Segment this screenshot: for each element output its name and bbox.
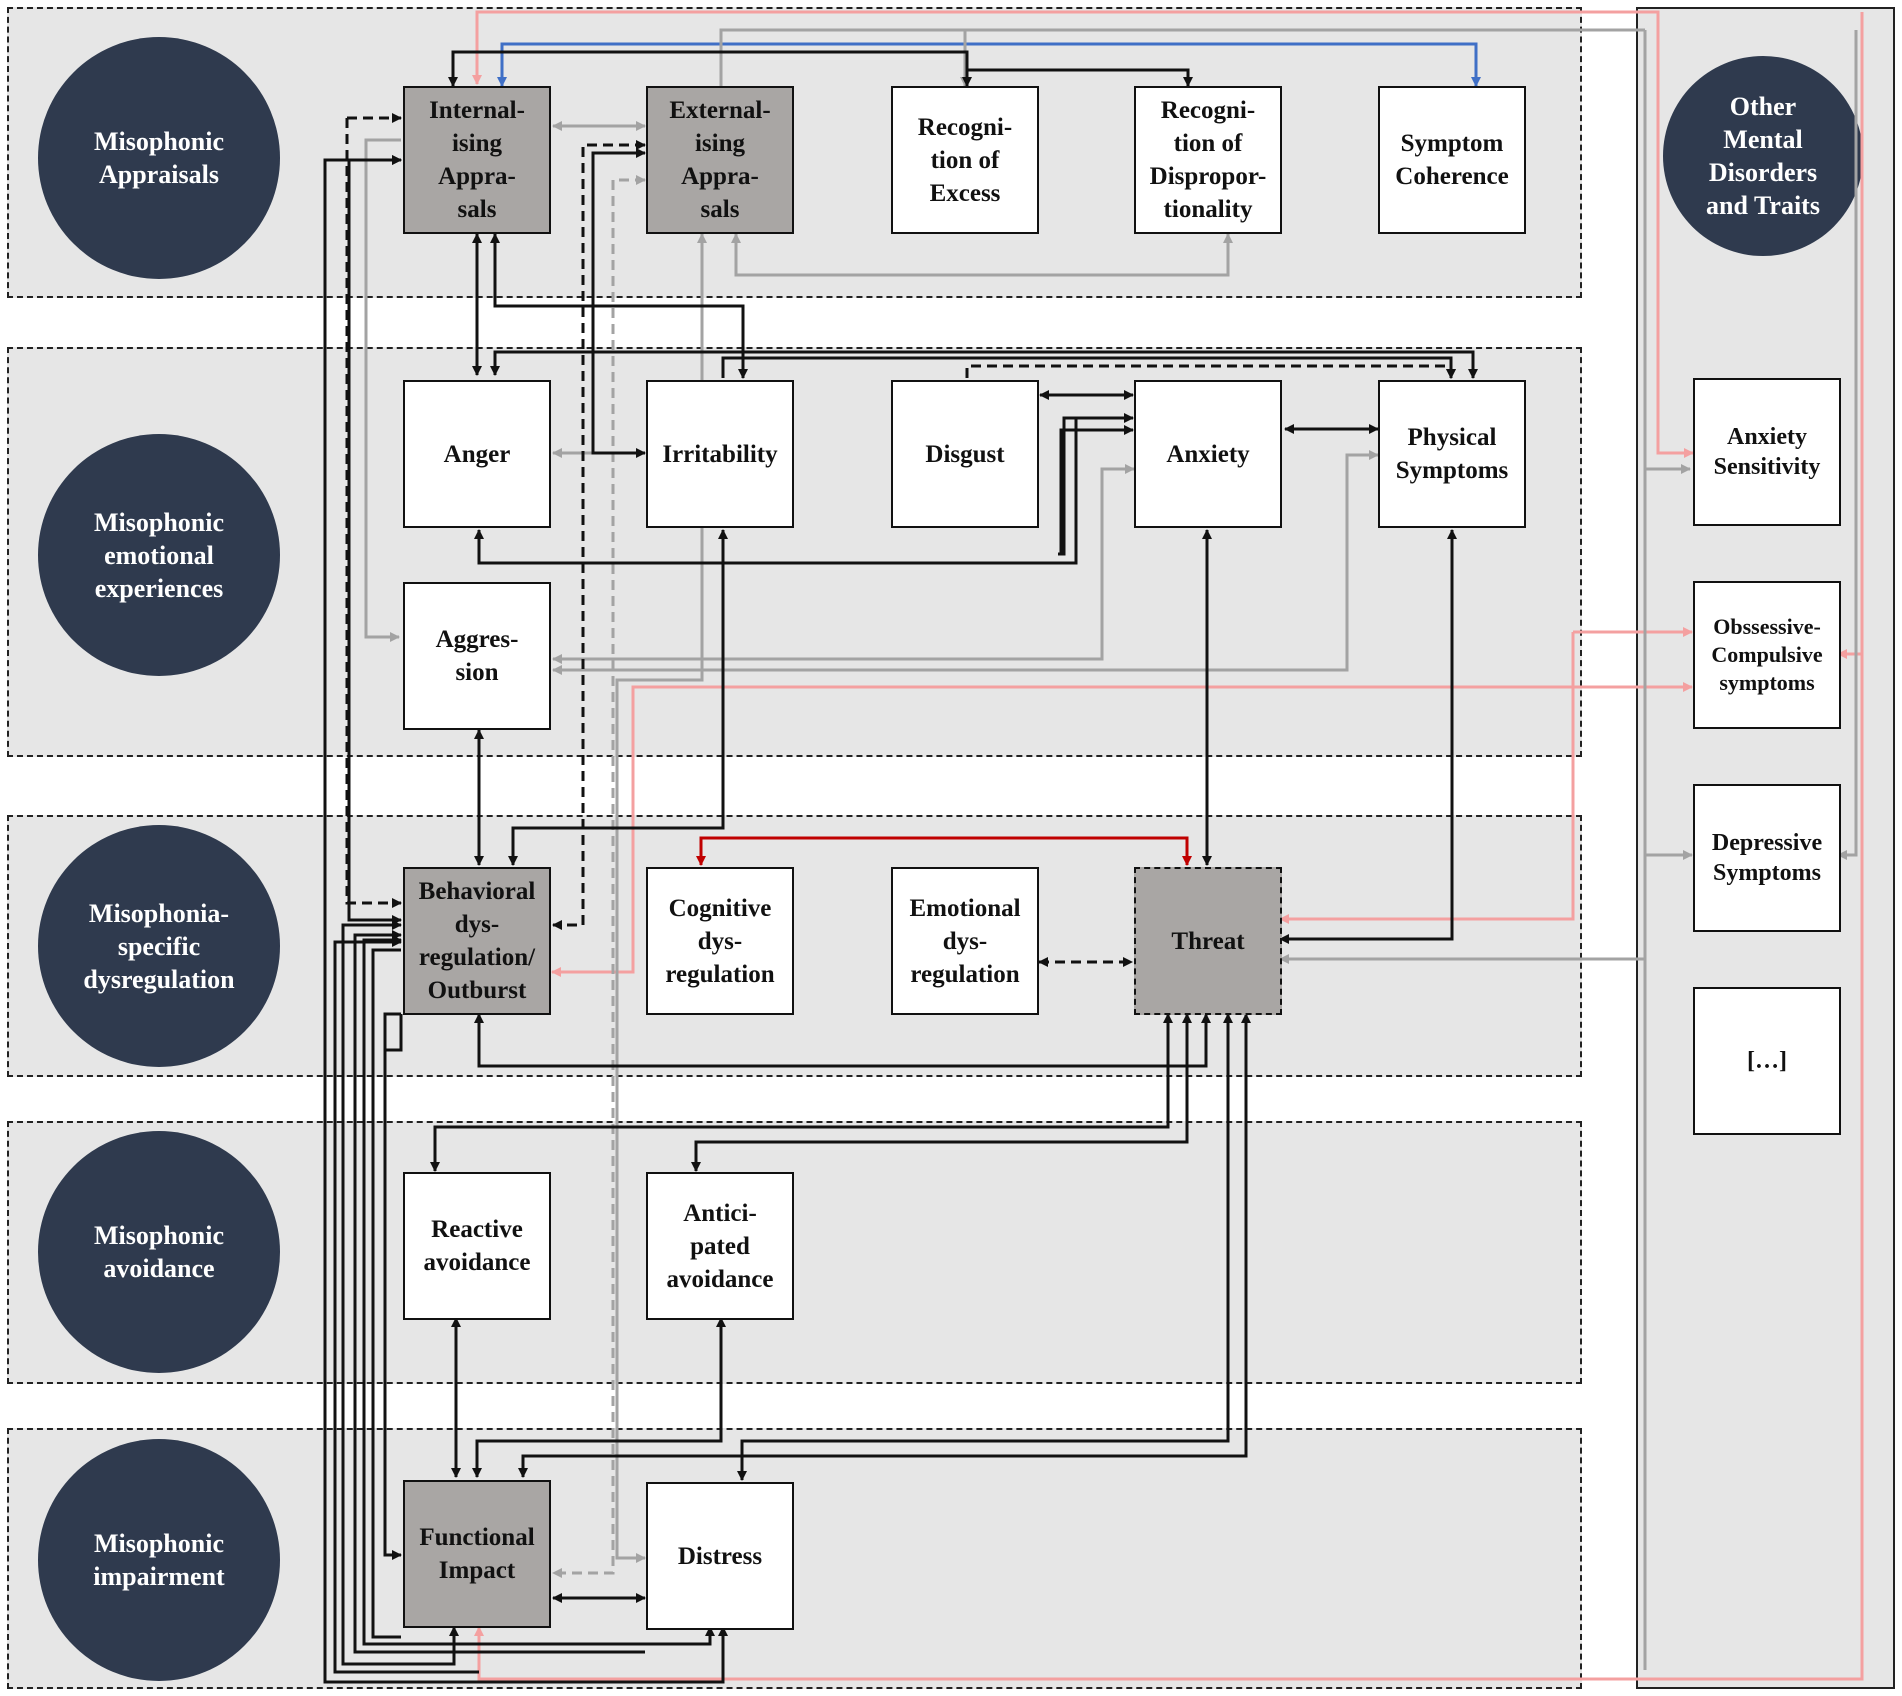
depressive-symptoms-node: Depressive Symptoms [1693,784,1841,932]
threat-node: Threat [1134,867,1282,1015]
emotional-dysregulation-node: Emotional dys- regulation [891,867,1039,1015]
internalising-appraisals-node: Internal- ising Appra- sals [403,86,551,234]
anxiety-node: Anxiety [1134,380,1282,528]
functional-impact-node: Functional Impact [403,1480,551,1628]
band-label-appraisals: Misophonic Appraisals [38,37,280,279]
behavioral-dysregulation-node: Behavioral dys- regulation/ Outburst [403,867,551,1015]
more-disorders-node: […] [1693,987,1841,1135]
cognitive-dysregulation-node: Cognitive dys- regulation [646,867,794,1015]
recognition-of-disproportionality-node: Recogni- tion of Dispropor- tionality [1134,86,1282,234]
symptom-coherence-node: Symptom Coherence [1378,86,1526,234]
band-label-avoidance: Misophonic avoidance [38,1131,280,1373]
band-label-dysregulation: Misophonia- specific dysregulation [38,825,280,1067]
irritability-node: Irritability [646,380,794,528]
anticipated-avoidance-node: Antici- pated avoidance [646,1172,794,1320]
physical-symptoms-node: Physical Symptoms [1378,380,1526,528]
band-label-impairment: Misophonic impairment [38,1439,280,1681]
externalising-appraisals-node: External- ising Appra- sals [646,86,794,234]
band-label-emotional: Misophonic emotional experiences [38,434,280,676]
reactive-avoidance-node: Reactive avoidance [403,1172,551,1320]
recognition-of-excess-node: Recogni- tion of Excess [891,86,1039,234]
distress-node: Distress [646,1482,794,1630]
anxiety-sensitivity-node: Anxiety Sensitivity [1693,378,1841,526]
aggression-node: Aggres- sion [403,582,551,730]
anger-node: Anger [403,380,551,528]
obsessive-compulsive-node: Obssessive- Compulsive symptoms [1693,581,1841,729]
disgust-node: Disgust [891,380,1039,528]
other-disorders-label: Other Mental Disorders and Traits [1663,56,1863,256]
